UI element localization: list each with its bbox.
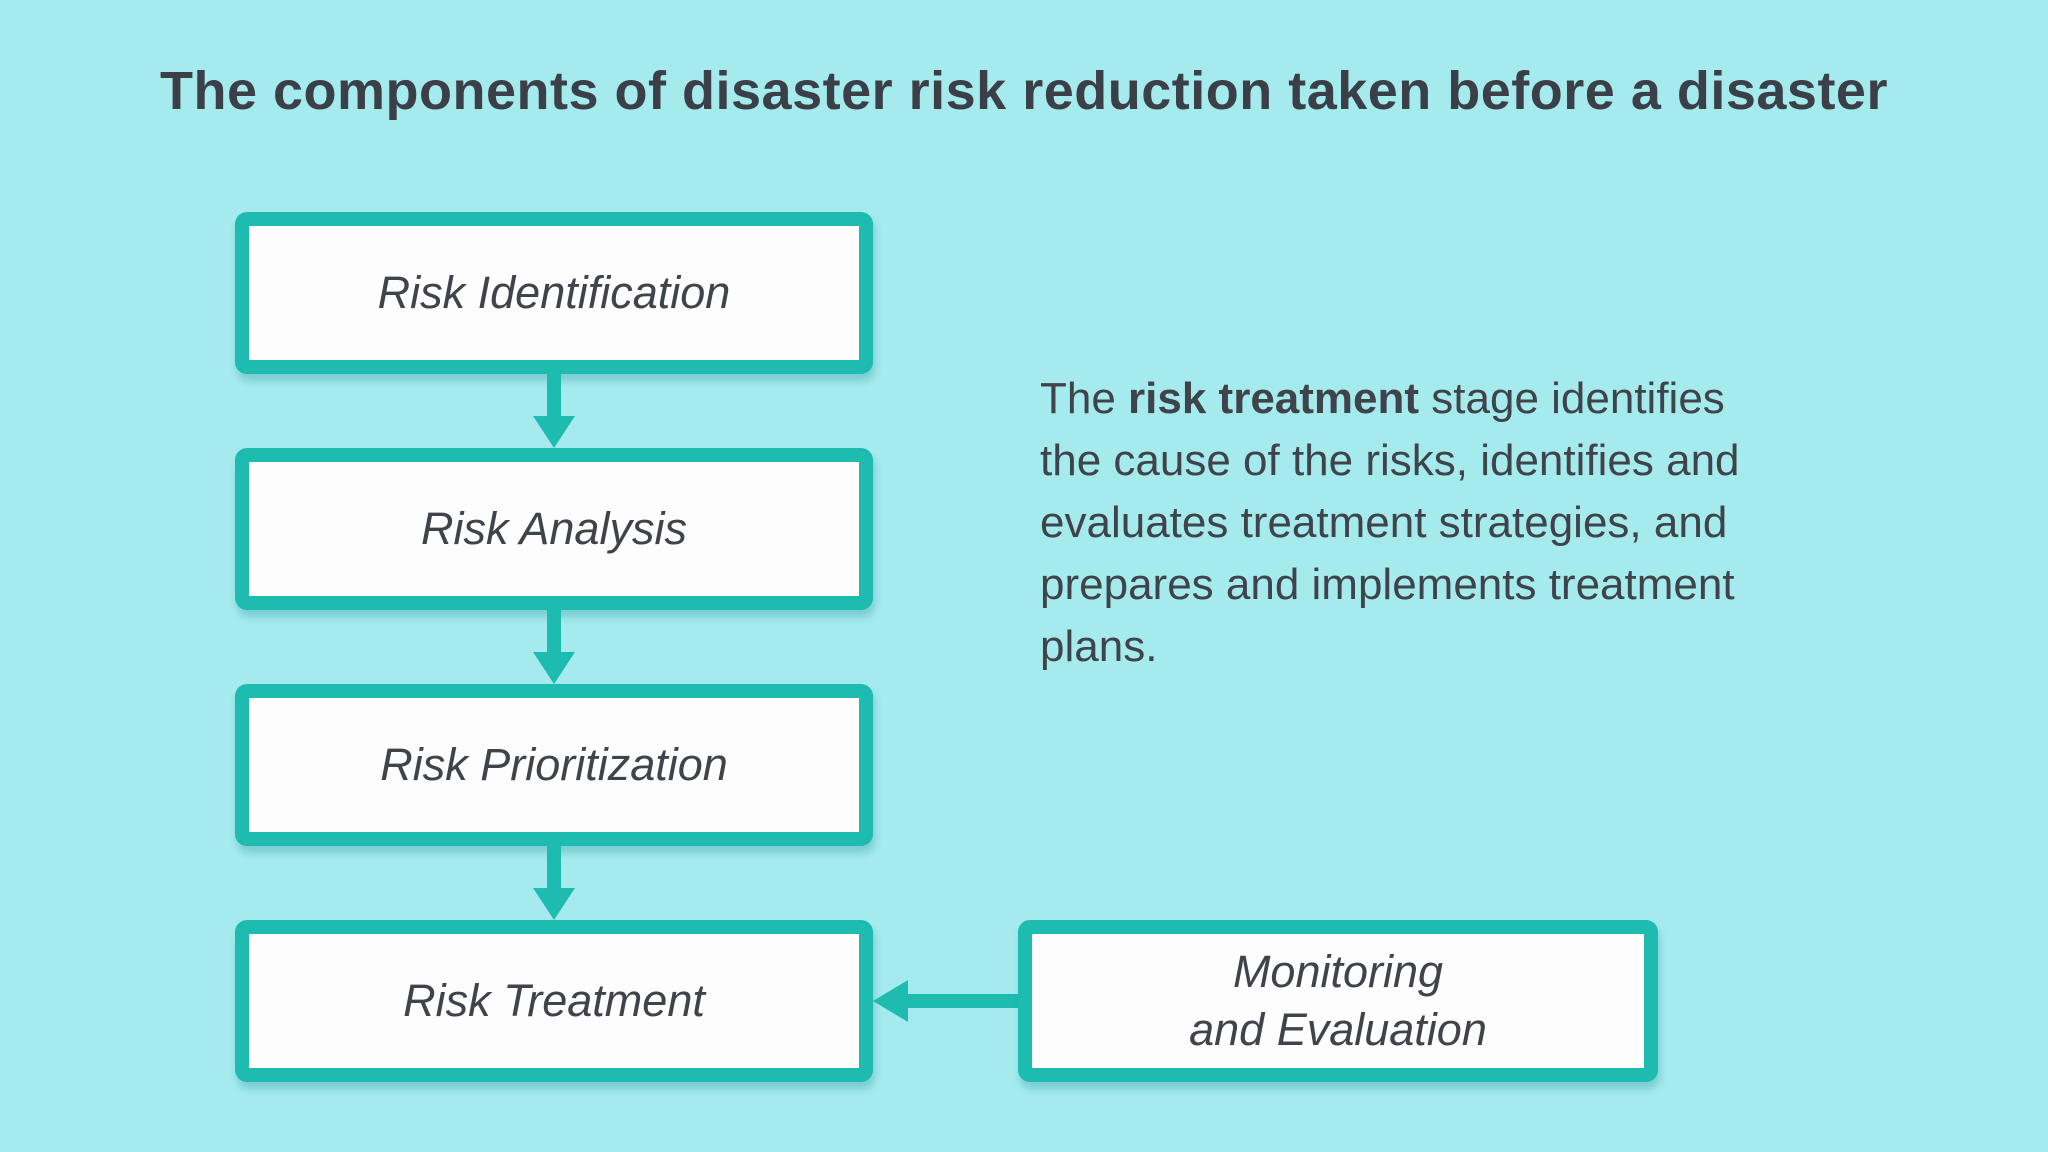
annotation-paragraph: The risk treatment stage identifies the …	[1040, 368, 1740, 678]
flow-box-label: Risk Treatment	[403, 975, 705, 1026]
annotation-bold-text: risk treatment	[1128, 374, 1420, 423]
flow-box-monitoring-and-evaluation: Monitoring and Evaluation	[1018, 920, 1658, 1082]
arrow-down-icon	[533, 610, 575, 684]
page-title: The components of disaster risk reductio…	[160, 61, 1888, 121]
flow-box-label: Monitoring and Evaluation	[1189, 943, 1487, 1059]
arrow-left-icon	[873, 980, 1020, 1022]
flow-box-risk-treatment: Risk Treatment	[235, 920, 873, 1082]
arrow-shaft	[547, 610, 561, 653]
arrow-head	[533, 416, 575, 448]
arrow-down-icon	[533, 846, 575, 920]
annotation-text: stage identifies	[1419, 374, 1725, 423]
side-box-line-2: and Evaluation	[1189, 1004, 1487, 1055]
annotation-line: evaluates treatment strategies, and	[1040, 498, 1728, 547]
annotation-line: The risk treatment stage identifies	[1040, 368, 1740, 430]
flow-box-label: Risk Prioritization	[380, 739, 728, 790]
annotation-line: prepares and implements treatment	[1040, 560, 1735, 609]
arrow-shaft	[547, 374, 561, 417]
flow-box-risk-analysis: Risk Analysis	[235, 448, 873, 610]
annotation-line: plans.	[1040, 622, 1158, 671]
side-box-line-1: Monitoring	[1232, 946, 1444, 997]
arrow-head	[533, 888, 575, 920]
annotation-line: the cause of the risks, identifies and	[1040, 436, 1740, 485]
flow-box-risk-prioritization: Risk Prioritization	[235, 684, 873, 846]
flow-box-risk-identification: Risk Identification	[235, 212, 873, 374]
arrow-shaft	[547, 846, 561, 889]
arrow-head	[533, 652, 575, 684]
arrow-head	[873, 980, 908, 1022]
annotation-text: The	[1040, 374, 1129, 423]
arrow-down-icon	[533, 374, 575, 448]
flow-box-label: Risk Identification	[377, 267, 731, 318]
arrow-shaft	[907, 994, 1020, 1008]
flow-box-label: Risk Analysis	[421, 503, 687, 554]
